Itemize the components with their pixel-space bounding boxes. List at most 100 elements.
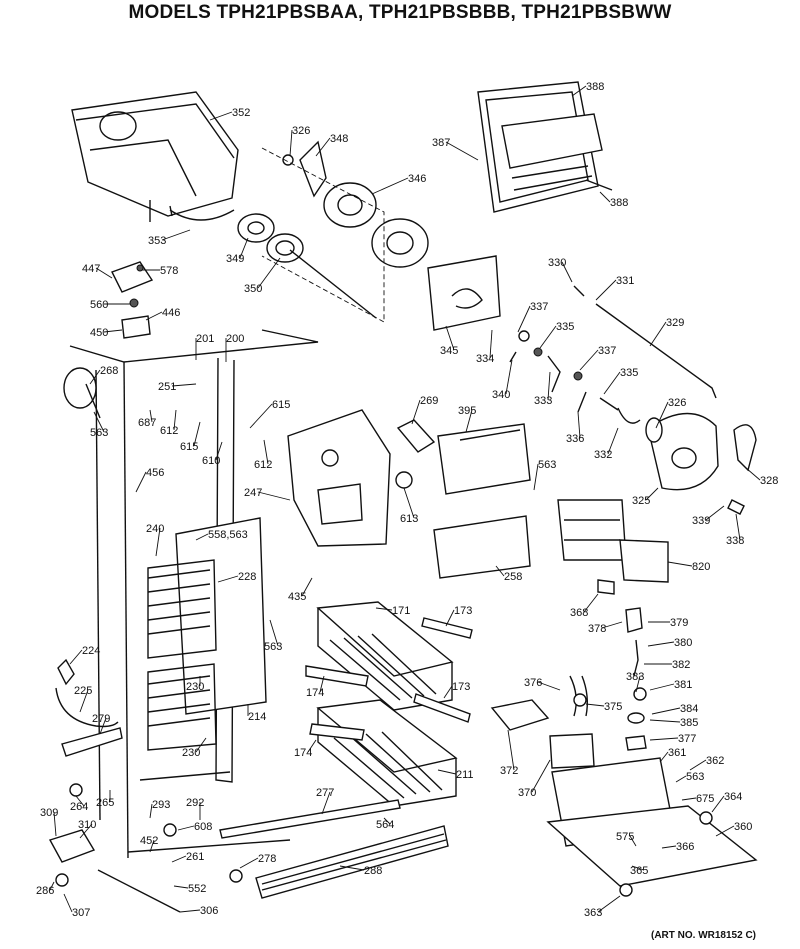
part-callout-p608: 608 (194, 821, 212, 833)
part-callout-p563b: 563 (538, 459, 556, 471)
part-callout-p336: 336 (566, 433, 584, 445)
part-callout-p337a: 337 (530, 301, 548, 313)
part-callout-p563c: 563 (264, 641, 282, 653)
part-callout-p387: 387 (432, 137, 450, 149)
part-callout-p240: 240 (146, 523, 164, 535)
callout-leader-p563d (675, 775, 687, 783)
part-callout-p214: 214 (248, 711, 266, 723)
part-callout-p388a: 388 (586, 81, 604, 93)
part-callout-p364: 364 (724, 791, 742, 803)
part-callout-p352: 352 (232, 107, 250, 119)
part-callout-p379: 379 (670, 617, 688, 629)
part-callout-p615a: 615 (272, 399, 290, 411)
part-callout-p360: 360 (734, 821, 752, 833)
part-callout-p381: 381 (674, 679, 692, 691)
part-callout-p346: 346 (408, 173, 426, 185)
callout-leader-p329 (649, 321, 667, 347)
callout-leader-p307 (63, 893, 73, 913)
callout-leader-p363 (597, 895, 621, 913)
diagram-title: MODELS TPH21PBSBAA, TPH21PBSBBB, TPH21PB… (128, 2, 672, 23)
fan-motor-drawing (645, 412, 757, 515)
part-callout-p384: 384 (680, 703, 698, 715)
part-callout-p363: 363 (584, 907, 602, 919)
callout-leader-p456 (135, 471, 147, 493)
part-callout-p174b: 174 (294, 747, 312, 759)
part-callout-p211: 211 (456, 769, 474, 781)
callout-leader-p346 (371, 177, 409, 195)
callout-leader-p288 (339, 865, 365, 871)
part-callout-p261: 261 (186, 851, 204, 863)
part-callout-p350: 350 (244, 283, 262, 295)
callout-leader-p348 (315, 137, 331, 157)
air-duct-cover-drawing (287, 409, 391, 547)
callout-leader-p286 (49, 881, 55, 891)
callout-leader-p325 (645, 487, 659, 501)
part-callout-p173b: 173 (452, 681, 470, 693)
part-callout-p564: 564 (376, 819, 394, 831)
part-callout-p615b: 615 (180, 441, 198, 453)
part-callout-p338: 338 (726, 535, 744, 547)
callout-leader-p174a (319, 675, 325, 693)
basket-slides-drawing (305, 617, 473, 741)
callout-leader-p380 (647, 641, 675, 647)
callout-leader-p375 (585, 703, 605, 707)
callout-leader-p366 (661, 845, 677, 849)
callout-leader-p331 (595, 279, 617, 301)
callout-leader-p333 (547, 371, 551, 401)
part-callout-p366: 366 (676, 841, 694, 853)
callout-leader-p328 (745, 467, 761, 481)
callout-leader-p376 (537, 681, 561, 691)
callout-leader-p171 (375, 607, 393, 611)
callout-leader-p326a (289, 129, 293, 157)
callout-leader-p361 (659, 751, 669, 763)
callout-leader-p337a (517, 305, 531, 333)
callout-leader-p608 (177, 825, 195, 831)
callout-leader-p269 (411, 399, 421, 425)
shelf-258-drawing (433, 515, 531, 579)
callout-leader-p383 (635, 675, 641, 693)
part-callout-p820: 820 (692, 561, 710, 573)
dispenser-frame-drawing (477, 81, 613, 213)
part-callout-p675: 675 (696, 793, 714, 805)
callout-leader-p377 (649, 737, 679, 741)
part-callout-p456: 456 (146, 467, 164, 479)
callout-leader-p368 (583, 593, 599, 613)
part-callout-p333: 333 (534, 395, 552, 407)
part-callout-p612a: 612 (160, 425, 178, 437)
ice-bucket-drawing (71, 91, 239, 222)
callout-leader-p340 (505, 359, 513, 395)
callout-leader-p370 (531, 759, 551, 793)
callout-leader-p395 (465, 409, 473, 433)
art-number: (ART NO. WR18152 C) (650, 930, 756, 941)
part-callout-p335a: 335 (556, 321, 574, 333)
control-board-drawing (395, 419, 531, 495)
part-callout-p552: 552 (188, 883, 206, 895)
part-callout-p292: 292 (186, 797, 204, 809)
part-callout-p247: 247 (244, 487, 262, 499)
callout-leader-p381 (649, 683, 675, 691)
part-callout-p345: 345 (440, 345, 458, 357)
part-callout-p278: 278 (258, 853, 276, 865)
callout-leader-p564 (383, 817, 391, 825)
callout-leader-p563a (93, 411, 105, 433)
water-valve-parts-drawing (569, 579, 647, 751)
dispenser-linkage-drawing (509, 285, 717, 424)
part-callout-p200: 200 (226, 333, 244, 345)
callout-leader-p610 (215, 441, 223, 461)
callout-leader-p334 (489, 329, 493, 359)
part-callout-p563a: 563 (90, 427, 108, 439)
callout-leader-p563b (533, 463, 539, 491)
part-callout-p306: 306 (200, 905, 218, 917)
part-callout-p348: 348 (330, 133, 348, 145)
part-callout-p230a: 230 (186, 681, 204, 693)
part-callout-p372: 372 (500, 765, 518, 777)
callout-leader-p452 (149, 839, 155, 853)
wire-basket-drawing (316, 601, 458, 807)
callout-leader-p615b (193, 421, 201, 447)
part-callout-p265: 265 (96, 797, 114, 809)
callout-leader-p558 (195, 533, 209, 541)
callout-leader-p450 (103, 329, 123, 333)
callout-leader-p247 (257, 491, 291, 501)
part-callout-p279: 279 (92, 713, 110, 725)
